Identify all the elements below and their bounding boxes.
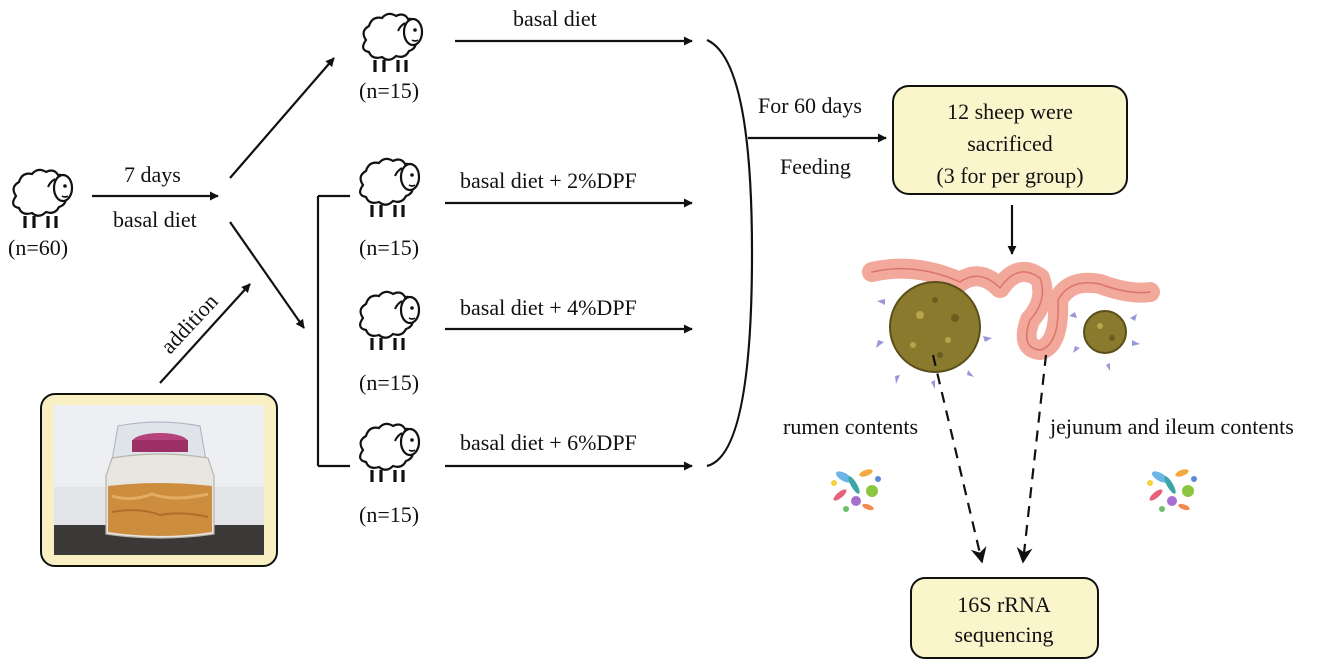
intestine-microbes-icon [1142,457,1202,517]
intestine-contents-label: jejunum and ileum contents [1049,414,1294,439]
sacrifice-box: 12 sheep were sacrificed (3 for per grou… [892,85,1128,195]
start-sheep-icon [11,168,74,230]
group-2dpf-diet: basal diet + 2%DPF [460,168,637,193]
sacrifice-line-2: sacrificed [967,131,1053,156]
acclimation-diet-label: basal diet [113,207,197,232]
feeding-label: Feeding [780,154,851,179]
to-control-arrow [229,57,335,179]
group-6dpf-sheep-icon [358,422,421,484]
intestine-to-sequencing-arrow [1016,354,1048,564]
feeding-duration-label: For 60 days [758,93,862,118]
rumen-contents-label: rumen contents [783,414,918,439]
group-2dpf-sheep-icon [358,157,421,219]
sequencing-line-2: sequencing [955,622,1054,647]
sequencing-line-1: 16S rRNA [957,592,1051,617]
merge-brace [706,38,754,468]
digestive-tract-illustration [862,258,1160,389]
acclimation-days-label: 7 days [124,162,181,187]
group-6dpf-diet: basal diet + 6%DPF [460,430,637,455]
group-4dpf-n: (n=15) [359,370,419,395]
rumen-to-sequencing-arrow [931,354,987,564]
addition-arrow [159,283,251,384]
start-n-label: (n=60) [8,235,68,260]
fermentation-jar-photo [40,393,278,567]
sacrifice-line-1: 12 sheep were [947,99,1073,124]
to-treatment-arrow [229,221,305,329]
group-6dpf-n: (n=15) [359,502,419,527]
rumen-microbes-icon [826,457,886,517]
group-control-n: (n=15) [359,78,419,103]
group-control-sheep-icon [361,12,424,74]
group-control-diet: basal diet [513,6,597,31]
group-2dpf-n: (n=15) [359,235,419,260]
sacrifice-line-3: (3 for per group) [936,163,1083,188]
group-4dpf-diet: basal diet + 4%DPF [460,295,637,320]
sequencing-box: 16S rRNA sequencing [910,577,1099,659]
group-4dpf-sheep-icon [358,290,421,352]
